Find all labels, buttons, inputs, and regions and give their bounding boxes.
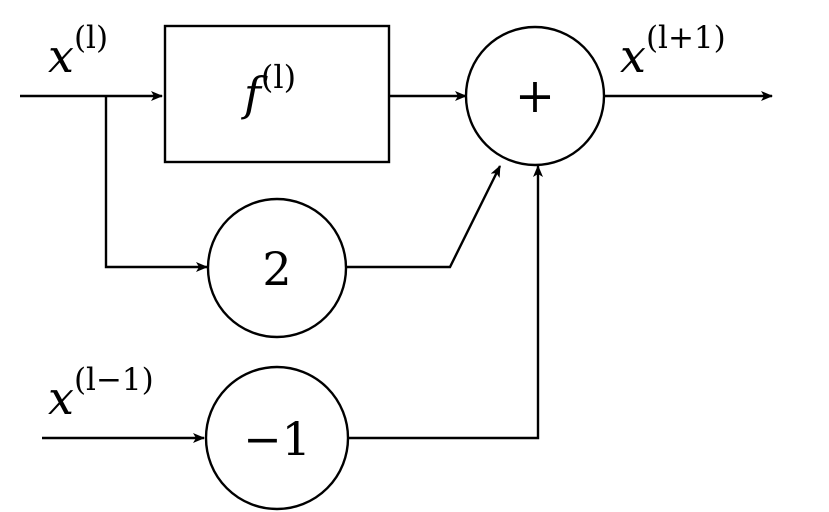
wire-gain-minus-one-to-adder bbox=[349, 165, 543, 440]
gain-minus-one-label: −1 bbox=[243, 412, 311, 466]
adder-symbol: + bbox=[515, 68, 555, 124]
input-current-label: x(l) bbox=[48, 20, 108, 83]
wire-gain-two-to-adder bbox=[346, 165, 502, 269]
wire-branch-to-gain-two bbox=[104, 96, 208, 272]
gain-minus-one-node bbox=[204, 365, 350, 511]
gain-two-node bbox=[206, 197, 348, 339]
gain-two-label: 2 bbox=[262, 242, 291, 296]
residual-block-box bbox=[163, 24, 391, 164]
input-previous-label: x(l−1) bbox=[48, 362, 154, 425]
output-label: x(l+1) bbox=[620, 20, 726, 83]
adder-node bbox=[464, 25, 606, 167]
